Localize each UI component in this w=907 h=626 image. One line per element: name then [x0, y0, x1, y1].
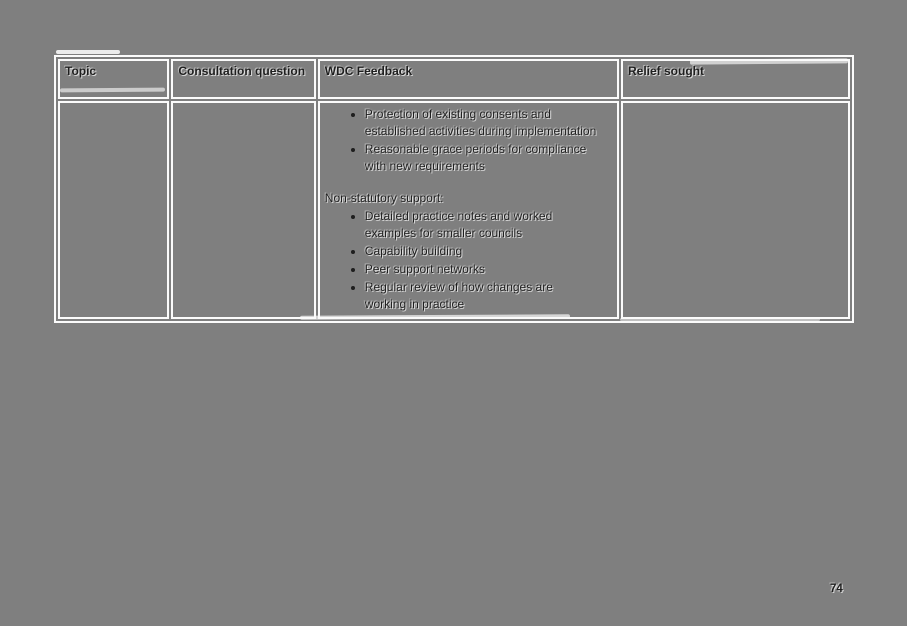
- column-header-consultation-question: Consultation question: [171, 59, 316, 99]
- column-header-wdc-feedback-label: WDC Feedback: [324, 64, 413, 78]
- column-header-topic: Topic: [58, 59, 170, 99]
- table-row: Protection of existing consents and esta…: [58, 101, 850, 319]
- wdc-feedback-cell: Protection of existing consents and esta…: [317, 101, 619, 319]
- column-header-relief-sought: Relief sought: [620, 59, 850, 99]
- topic-cell: [58, 101, 170, 319]
- column-header-consultation-question-label: Consultation question: [178, 64, 306, 78]
- non-statutory-support-subheading: Non-statutory support:: [324, 191, 444, 205]
- bullet-item: Protection of existing consents and esta…: [365, 106, 597, 140]
- consultation-question-cell: [171, 101, 316, 319]
- non-statutory-support-bullet-list: Detailed practice notes and worked examp…: [325, 208, 612, 313]
- table-header-row: Topic Consultation question WDC Feedback…: [58, 59, 850, 99]
- statutory-support-bullet-list: Protection of existing consents and esta…: [325, 106, 612, 175]
- scan-artifact: [56, 50, 120, 54]
- column-header-topic-label: Topic: [65, 64, 97, 78]
- relief-sought-cell: [620, 101, 850, 319]
- bullet-item: Reasonable grace periods for compliance …: [365, 141, 597, 175]
- page-number: 74: [830, 583, 843, 595]
- column-header-wdc-feedback: WDC Feedback: [317, 59, 619, 99]
- bullet-item: Detailed practice notes and worked examp…: [365, 208, 597, 242]
- bullet-item: Regular review of how changes are workin…: [365, 279, 597, 313]
- bullet-item: Capability building: [365, 243, 597, 260]
- consultation-feedback-table: Topic Consultation question WDC Feedback…: [54, 55, 854, 323]
- column-header-relief-sought-label: Relief sought: [627, 64, 704, 78]
- bullet-item: Peer support networks: [365, 261, 597, 278]
